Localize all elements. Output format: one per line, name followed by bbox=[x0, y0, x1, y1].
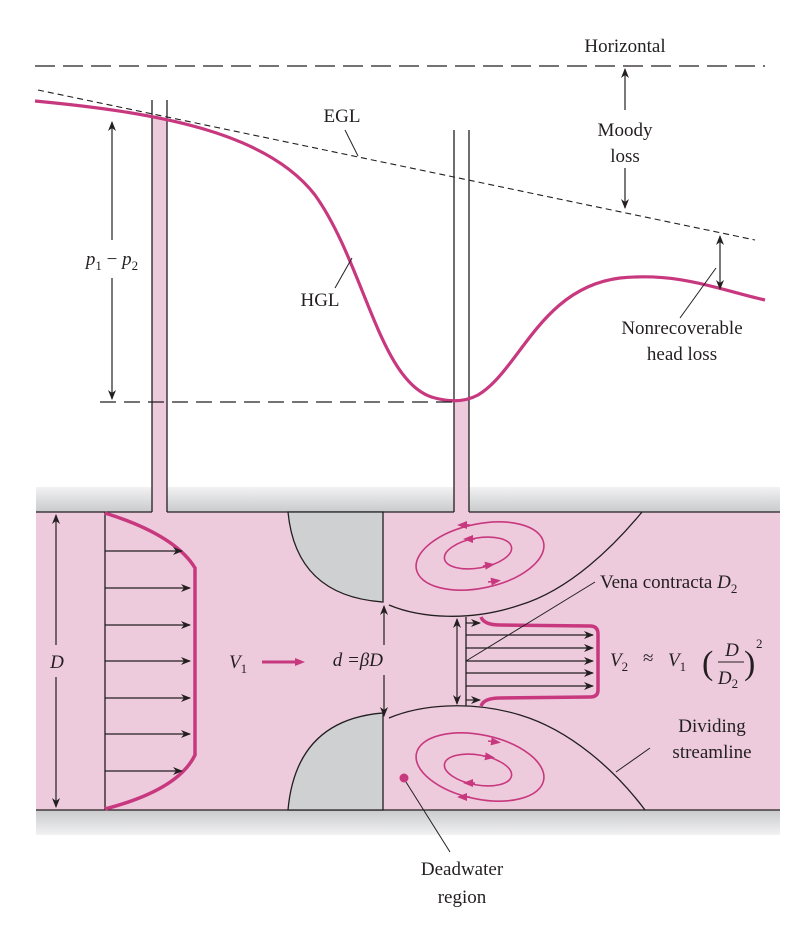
pipe-bottom-wall bbox=[36, 810, 780, 835]
svg-text:D: D bbox=[724, 640, 739, 661]
svg-text:V2: V2 bbox=[610, 650, 628, 674]
svg-text:(: ( bbox=[702, 645, 713, 682]
moody-loss-label-2: loss bbox=[610, 146, 640, 167]
upstream-velocity-profile bbox=[104, 511, 197, 811]
eddy-top bbox=[415, 521, 545, 591]
vena-contracta-leader bbox=[465, 581, 596, 662]
v2-formula: V2 ≈ V1 ( D D2 ) 2 bbox=[610, 636, 763, 691]
dividing-streamline-label-1: Dividing bbox=[678, 716, 746, 737]
hgl-leader bbox=[334, 257, 353, 289]
pressure-drop-label: p1 − p2 bbox=[84, 249, 138, 273]
piezometer-tube-downstream bbox=[453, 130, 470, 514]
egl-line bbox=[37, 89, 756, 241]
deadwater-leader bbox=[405, 781, 451, 853]
nonrecoverable-label-2: head loss bbox=[647, 344, 717, 365]
eddy-bottom bbox=[415, 732, 545, 802]
deadwater-marker bbox=[399, 773, 409, 783]
vena-contracta-profile bbox=[453, 616, 600, 707]
hgl-curve bbox=[34, 99, 766, 403]
piezometer-tube-upstream bbox=[151, 100, 168, 514]
svg-text:): ) bbox=[744, 645, 755, 682]
vena-contracta-label: Vena contracta D2 bbox=[600, 572, 737, 596]
svg-text:V1: V1 bbox=[668, 650, 686, 674]
pipe-top-wall bbox=[36, 487, 780, 512]
nonrecoverable-label-1: Nonrecoverable bbox=[621, 318, 742, 339]
egl-leader bbox=[344, 129, 359, 157]
egl-label: EGL bbox=[324, 106, 361, 127]
deadwater-label-1: Deadwater bbox=[421, 859, 504, 880]
v1-label: V1 bbox=[229, 652, 247, 676]
svg-text:D2: D2 bbox=[717, 668, 738, 691]
dividing-streamline-bottom bbox=[388, 705, 646, 811]
deadwater-label-2: region bbox=[438, 887, 487, 908]
svg-text:≈: ≈ bbox=[643, 648, 653, 669]
nonrecoverable-leader bbox=[679, 267, 717, 319]
horizontal-label: Horizontal bbox=[584, 36, 665, 57]
throat-diameter-label: d =βD bbox=[333, 650, 384, 671]
hgl-label: HGL bbox=[300, 290, 339, 311]
moody-loss-label-1: Moody bbox=[598, 120, 653, 141]
dividing-streamline-label-2: streamline bbox=[672, 742, 751, 763]
svg-text:2: 2 bbox=[756, 636, 763, 651]
dividing-streamline-leader bbox=[615, 747, 651, 773]
diameter-label: D bbox=[49, 652, 64, 673]
dividing-streamline-top bbox=[388, 511, 643, 617]
orifice-plate-top bbox=[287, 511, 384, 603]
